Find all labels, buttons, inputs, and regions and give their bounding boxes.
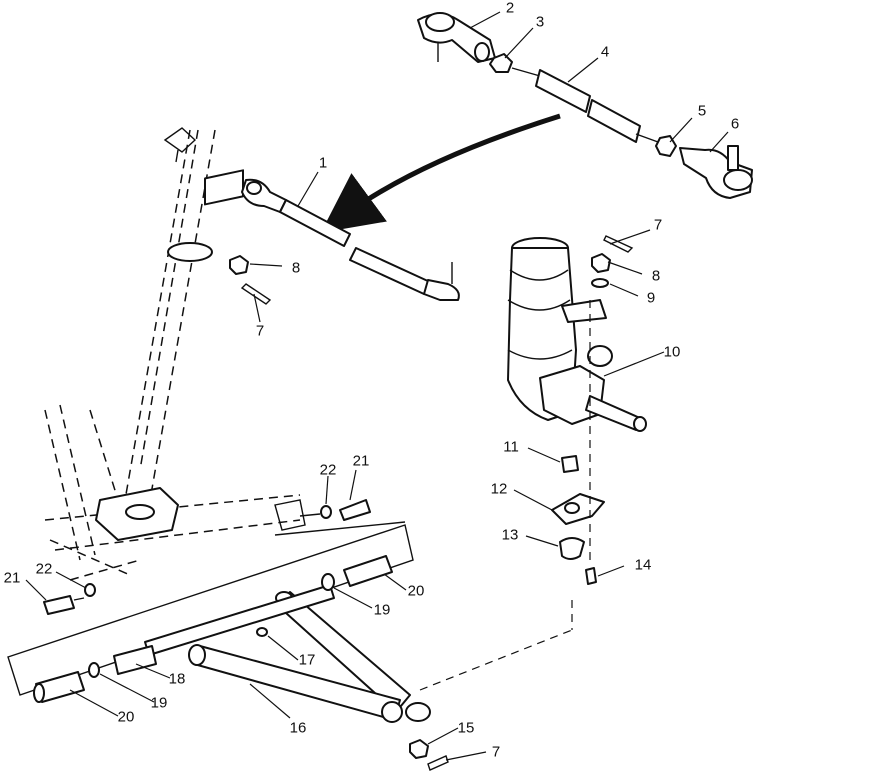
callout-16: 16	[289, 719, 307, 737]
callout-7-knuckle: 7	[653, 216, 663, 234]
spindle-knuckle	[507, 237, 647, 432]
leader-lines	[25, 11, 729, 761]
callout-12: 12	[490, 480, 508, 498]
callout-6: 6	[730, 115, 740, 133]
callout-17: 17	[298, 651, 316, 669]
callout-21-left: 21	[3, 569, 21, 587]
callout-7-aarm: 7	[491, 743, 501, 761]
callout-15: 15	[457, 719, 475, 737]
callout-20-right: 20	[407, 582, 425, 600]
callout-19-left: 19	[150, 694, 168, 712]
callout-14: 14	[634, 556, 652, 574]
tie-rod	[241, 178, 460, 301]
callout-22-right: 22	[319, 461, 337, 479]
callout-9: 9	[646, 289, 656, 307]
callout-2: 2	[505, 0, 515, 17]
callout-13: 13	[501, 526, 519, 544]
callout-5: 5	[697, 102, 707, 120]
steering-column	[124, 127, 244, 501]
callout-8-knuckle: 8	[651, 267, 661, 285]
callout-4: 4	[600, 43, 610, 61]
callout-18: 18	[168, 670, 186, 688]
knuckle-hardware	[419, 235, 634, 691]
callout-21-right: 21	[352, 452, 370, 470]
a-arm	[113, 584, 431, 723]
callout-3: 3	[535, 13, 545, 31]
callout-19-right: 19	[373, 601, 391, 619]
tie-rod-assembly	[417, 12, 753, 199]
pivot-tube-outline	[7, 521, 414, 696]
frame	[44, 404, 306, 581]
callout-8-column: 8	[291, 259, 301, 277]
callout-1: 1	[318, 154, 328, 172]
direction-arrow	[320, 113, 561, 233]
callout-7-column: 7	[255, 322, 265, 340]
callout-11: 11	[503, 438, 519, 456]
callout-22-left: 22	[35, 560, 53, 578]
pivot-hardware	[33, 255, 449, 771]
callout-10: 10	[663, 343, 681, 361]
callout-20-left: 20	[117, 708, 135, 726]
